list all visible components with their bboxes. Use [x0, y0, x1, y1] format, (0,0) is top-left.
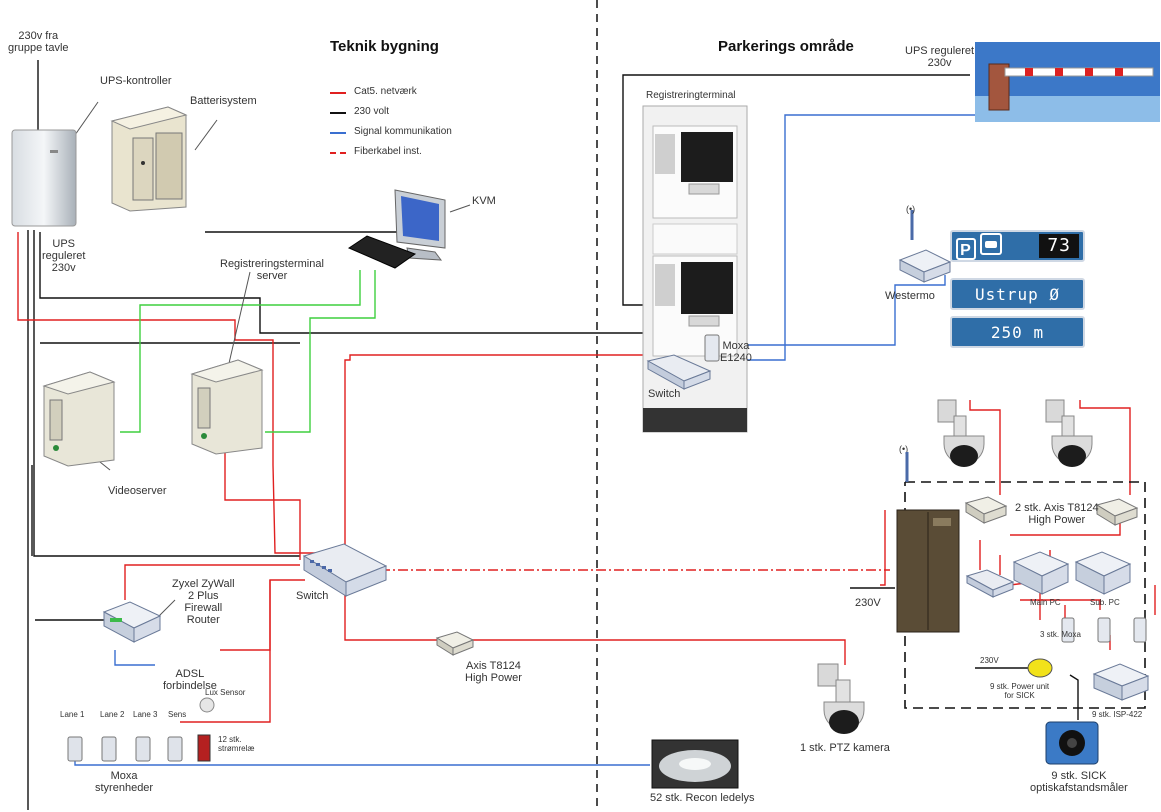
reg-server-label: Registreringsterminal server: [220, 258, 324, 282]
main-pc-label: Main PC: [1030, 598, 1061, 607]
power-unit-label: 9 stk. Power unit for SICK: [990, 682, 1050, 700]
switch-left-label: Switch: [296, 590, 329, 602]
moxa-controllers-label: Moxa styrenheder: [95, 770, 154, 794]
lane2-label: Lane 2: [100, 710, 125, 719]
moxa-e1240-icon: [704, 334, 720, 362]
power-230v-cables: [27, 60, 1079, 810]
sub-pc-icon: [1074, 551, 1132, 595]
axis-poe-right-2-icon: [1095, 498, 1139, 526]
switch-right-label: Switch: [648, 388, 681, 400]
westermo-modem-icon: (•): [898, 204, 952, 283]
ups-controller-label: UPS-kontroller: [100, 75, 172, 87]
section-title-teknik: Teknik bygning: [330, 38, 439, 55]
ups-label: UPS reguleret 230v: [42, 238, 86, 274]
lane1-label: Lane 1: [60, 710, 85, 719]
cabinet-230v-label: 230V: [855, 597, 881, 609]
videoserver-icon: [42, 371, 116, 467]
battery-cabinet-icon: [110, 106, 188, 212]
axis-poe-right-1-icon: [964, 496, 1008, 524]
zyxel-router-icon: [102, 601, 162, 643]
battery-label: Batterisystem: [190, 95, 257, 107]
power-unit-icon: [1027, 658, 1053, 678]
moxa-controllers-icon: [67, 736, 183, 762]
kvm-console-icon: [347, 189, 446, 269]
sick-sensor-icon: [1045, 721, 1099, 765]
westermo-label: Westermo: [885, 290, 935, 302]
switch-enclosure-icon: [965, 569, 1015, 598]
parking-sign-top: P 73: [950, 230, 1085, 262]
svg-text:(•): (•): [906, 204, 915, 214]
axis-left-label: Axis T8124 High Power: [465, 660, 522, 684]
stromrele-label: 12 stk. strømrelæ: [218, 735, 255, 753]
sick-label: 9 stk. SICK optiskafstandsmåler: [1030, 770, 1128, 794]
section-title-parkering: Parkerings område: [718, 38, 854, 55]
kvm-label: KVM: [472, 195, 496, 207]
svg-text:(•): (•): [899, 444, 908, 454]
parking-sign-destination: Ustrup Ø: [950, 278, 1085, 310]
dome-camera-1-icon: [937, 399, 985, 467]
ptz-camera-icon: [817, 663, 865, 734]
free-spaces-count: 73: [1039, 234, 1079, 258]
axis-poe-left-icon: [435, 631, 475, 656]
sick-230v-label: 230V: [980, 656, 999, 665]
zyxel-label: Zyxel ZyWall 2 Plus Firewall Router: [172, 578, 235, 626]
lane3-label: Lane 3: [133, 710, 158, 719]
power-in-label: 230v fra gruppe tavle: [8, 30, 69, 54]
adsl-label: ADSL forbindelse: [163, 668, 217, 692]
videoserver-label: Videoserver: [108, 485, 167, 497]
outdoor-cabinet-icon: [896, 509, 960, 633]
moxa3-label: 3 stk. Moxa: [1040, 630, 1081, 639]
recon-label: 52 stk. Recon ledelys: [650, 792, 755, 804]
relay-block-icon: [197, 734, 211, 762]
sens-label: Sens: [168, 710, 187, 719]
dome-camera-2-icon: [1045, 399, 1093, 467]
ups-reg-right-label: UPS reguleret 230v: [905, 45, 975, 69]
parking-barrier-icon: [975, 42, 1160, 122]
switch-left-icon: [302, 543, 388, 597]
ups-unit-icon: [11, 129, 77, 227]
isp-422-icon: [1092, 663, 1150, 701]
antenna-icon: (•): [899, 444, 909, 482]
isp-422-label: 9 stk. ISP-422: [1092, 710, 1143, 719]
equipment-enclosure: [904, 481, 1146, 709]
switch-right-icon: [646, 354, 712, 390]
ptz-label: 1 stk. PTZ kamera: [800, 742, 890, 754]
lux-label: Lux Sensor: [205, 688, 246, 697]
recon-led-light-icon: [651, 739, 739, 789]
registration-server-icon: [190, 359, 264, 455]
kvm-cables: [120, 270, 376, 433]
bus-icon: [980, 232, 1002, 255]
parking-p-icon: P: [956, 237, 976, 260]
axis-right-label: 2 stk. Axis T8124 High Power: [1015, 502, 1099, 526]
lux-sensor-icon: [199, 697, 215, 713]
main-pc-icon: [1012, 551, 1070, 595]
moxa-e1240-label: Moxa E1240: [720, 340, 752, 364]
parking-sign-distance: 250 m: [950, 316, 1085, 348]
reg-terminal-label: Registreringterminal: [646, 90, 736, 101]
moxa-units-icon: [1061, 617, 1147, 643]
sub-pc-label: Sub. PC: [1090, 598, 1120, 607]
